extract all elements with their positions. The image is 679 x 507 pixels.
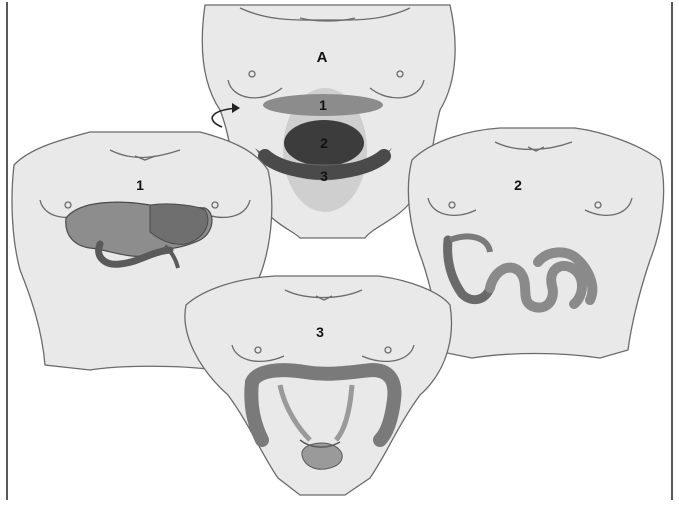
figure-left-label: 1	[136, 177, 144, 193]
figure-top-label: A	[317, 49, 328, 66]
zone-3-label: 3	[320, 168, 328, 184]
figure-bottom-torso	[185, 276, 452, 495]
figure-bottom-label: 3	[316, 324, 324, 340]
zone-1-label: 1	[319, 97, 327, 113]
figure-right-label: 2	[514, 177, 522, 193]
zone-2-label: 2	[320, 135, 328, 151]
